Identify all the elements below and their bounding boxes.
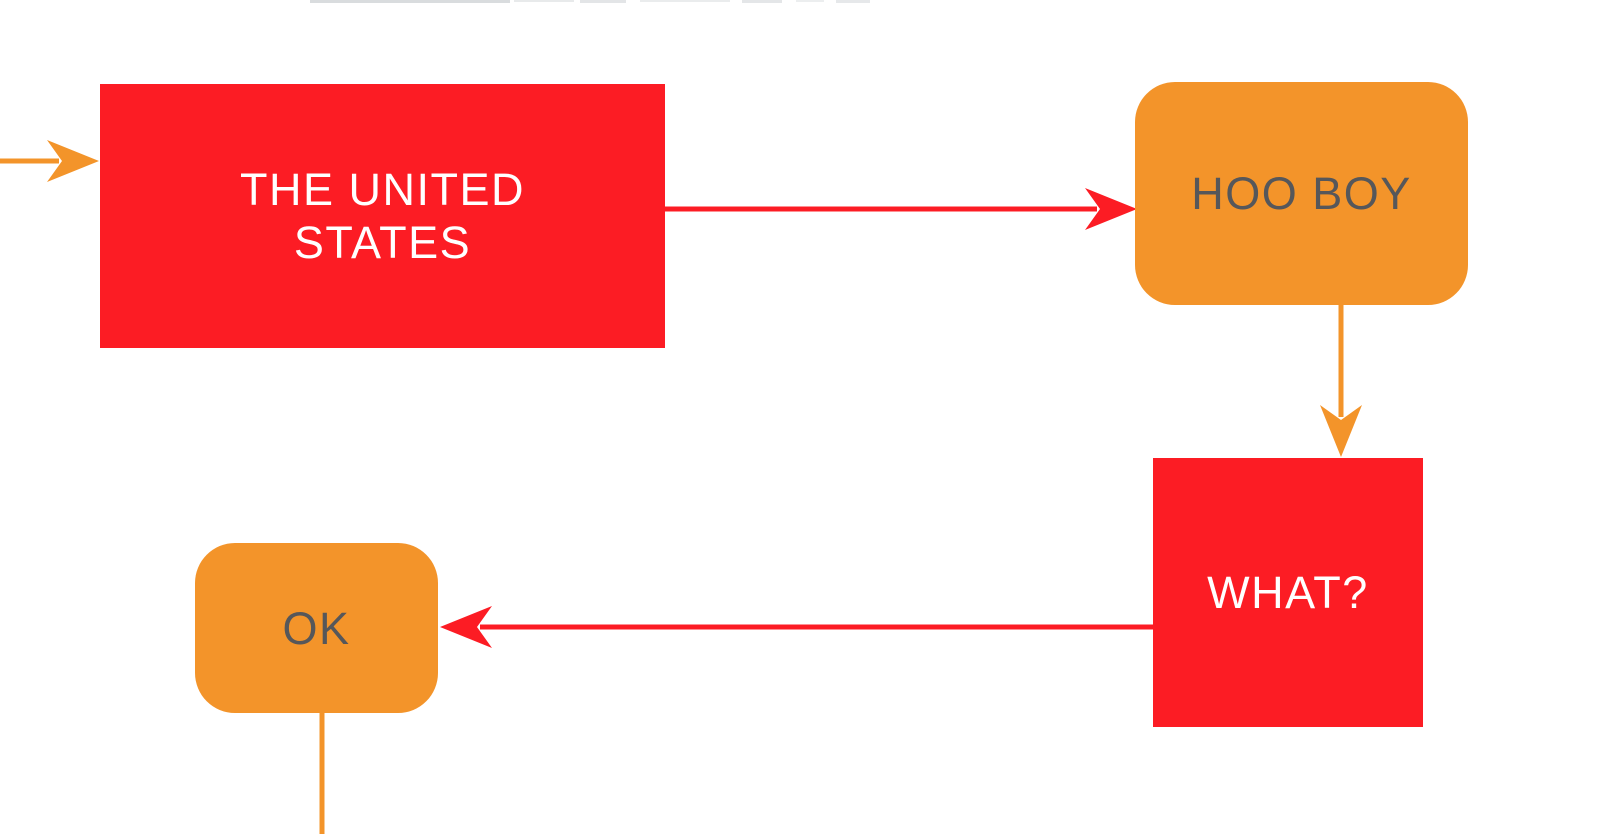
cutoff-fragment (580, 0, 626, 3)
label-line: THE UNITED (240, 164, 525, 215)
node-the-united-states: THE UNITED STATES (100, 84, 665, 348)
cropped-top-content-strip (0, 0, 1600, 6)
arrowhead-icon (440, 606, 492, 648)
node-hoo-boy-label: HOO BOY (1191, 168, 1412, 219)
node-what-label: WHAT? (1207, 567, 1369, 618)
node-what: WHAT? (1153, 458, 1423, 727)
node-the-united-states-label: THE UNITED STATES (240, 163, 525, 269)
node-ok-label: OK (282, 602, 351, 654)
node-hoo-boy: HOO BOY (1135, 82, 1468, 305)
node-ok: OK (195, 543, 438, 713)
arrowhead-icon (1085, 188, 1137, 230)
arrow-what-to-ok (440, 606, 1153, 648)
cutoff-fragment (514, 0, 574, 2)
cutoff-fragment (836, 0, 870, 3)
cutoff-fragment (742, 0, 782, 3)
cutoff-fragment (640, 0, 730, 2)
arrowhead-icon (1320, 405, 1362, 457)
label-line: STATES (293, 217, 472, 268)
arrow-hoo-boy-to-what (1320, 305, 1362, 457)
cutoff-fragment (796, 0, 824, 2)
arrowhead-icon (47, 140, 99, 182)
arrow-offscreen-left-to-united-states (0, 140, 99, 182)
cutoff-fragment (310, 0, 510, 3)
arrow-united-states-to-hoo-boy (665, 188, 1137, 230)
